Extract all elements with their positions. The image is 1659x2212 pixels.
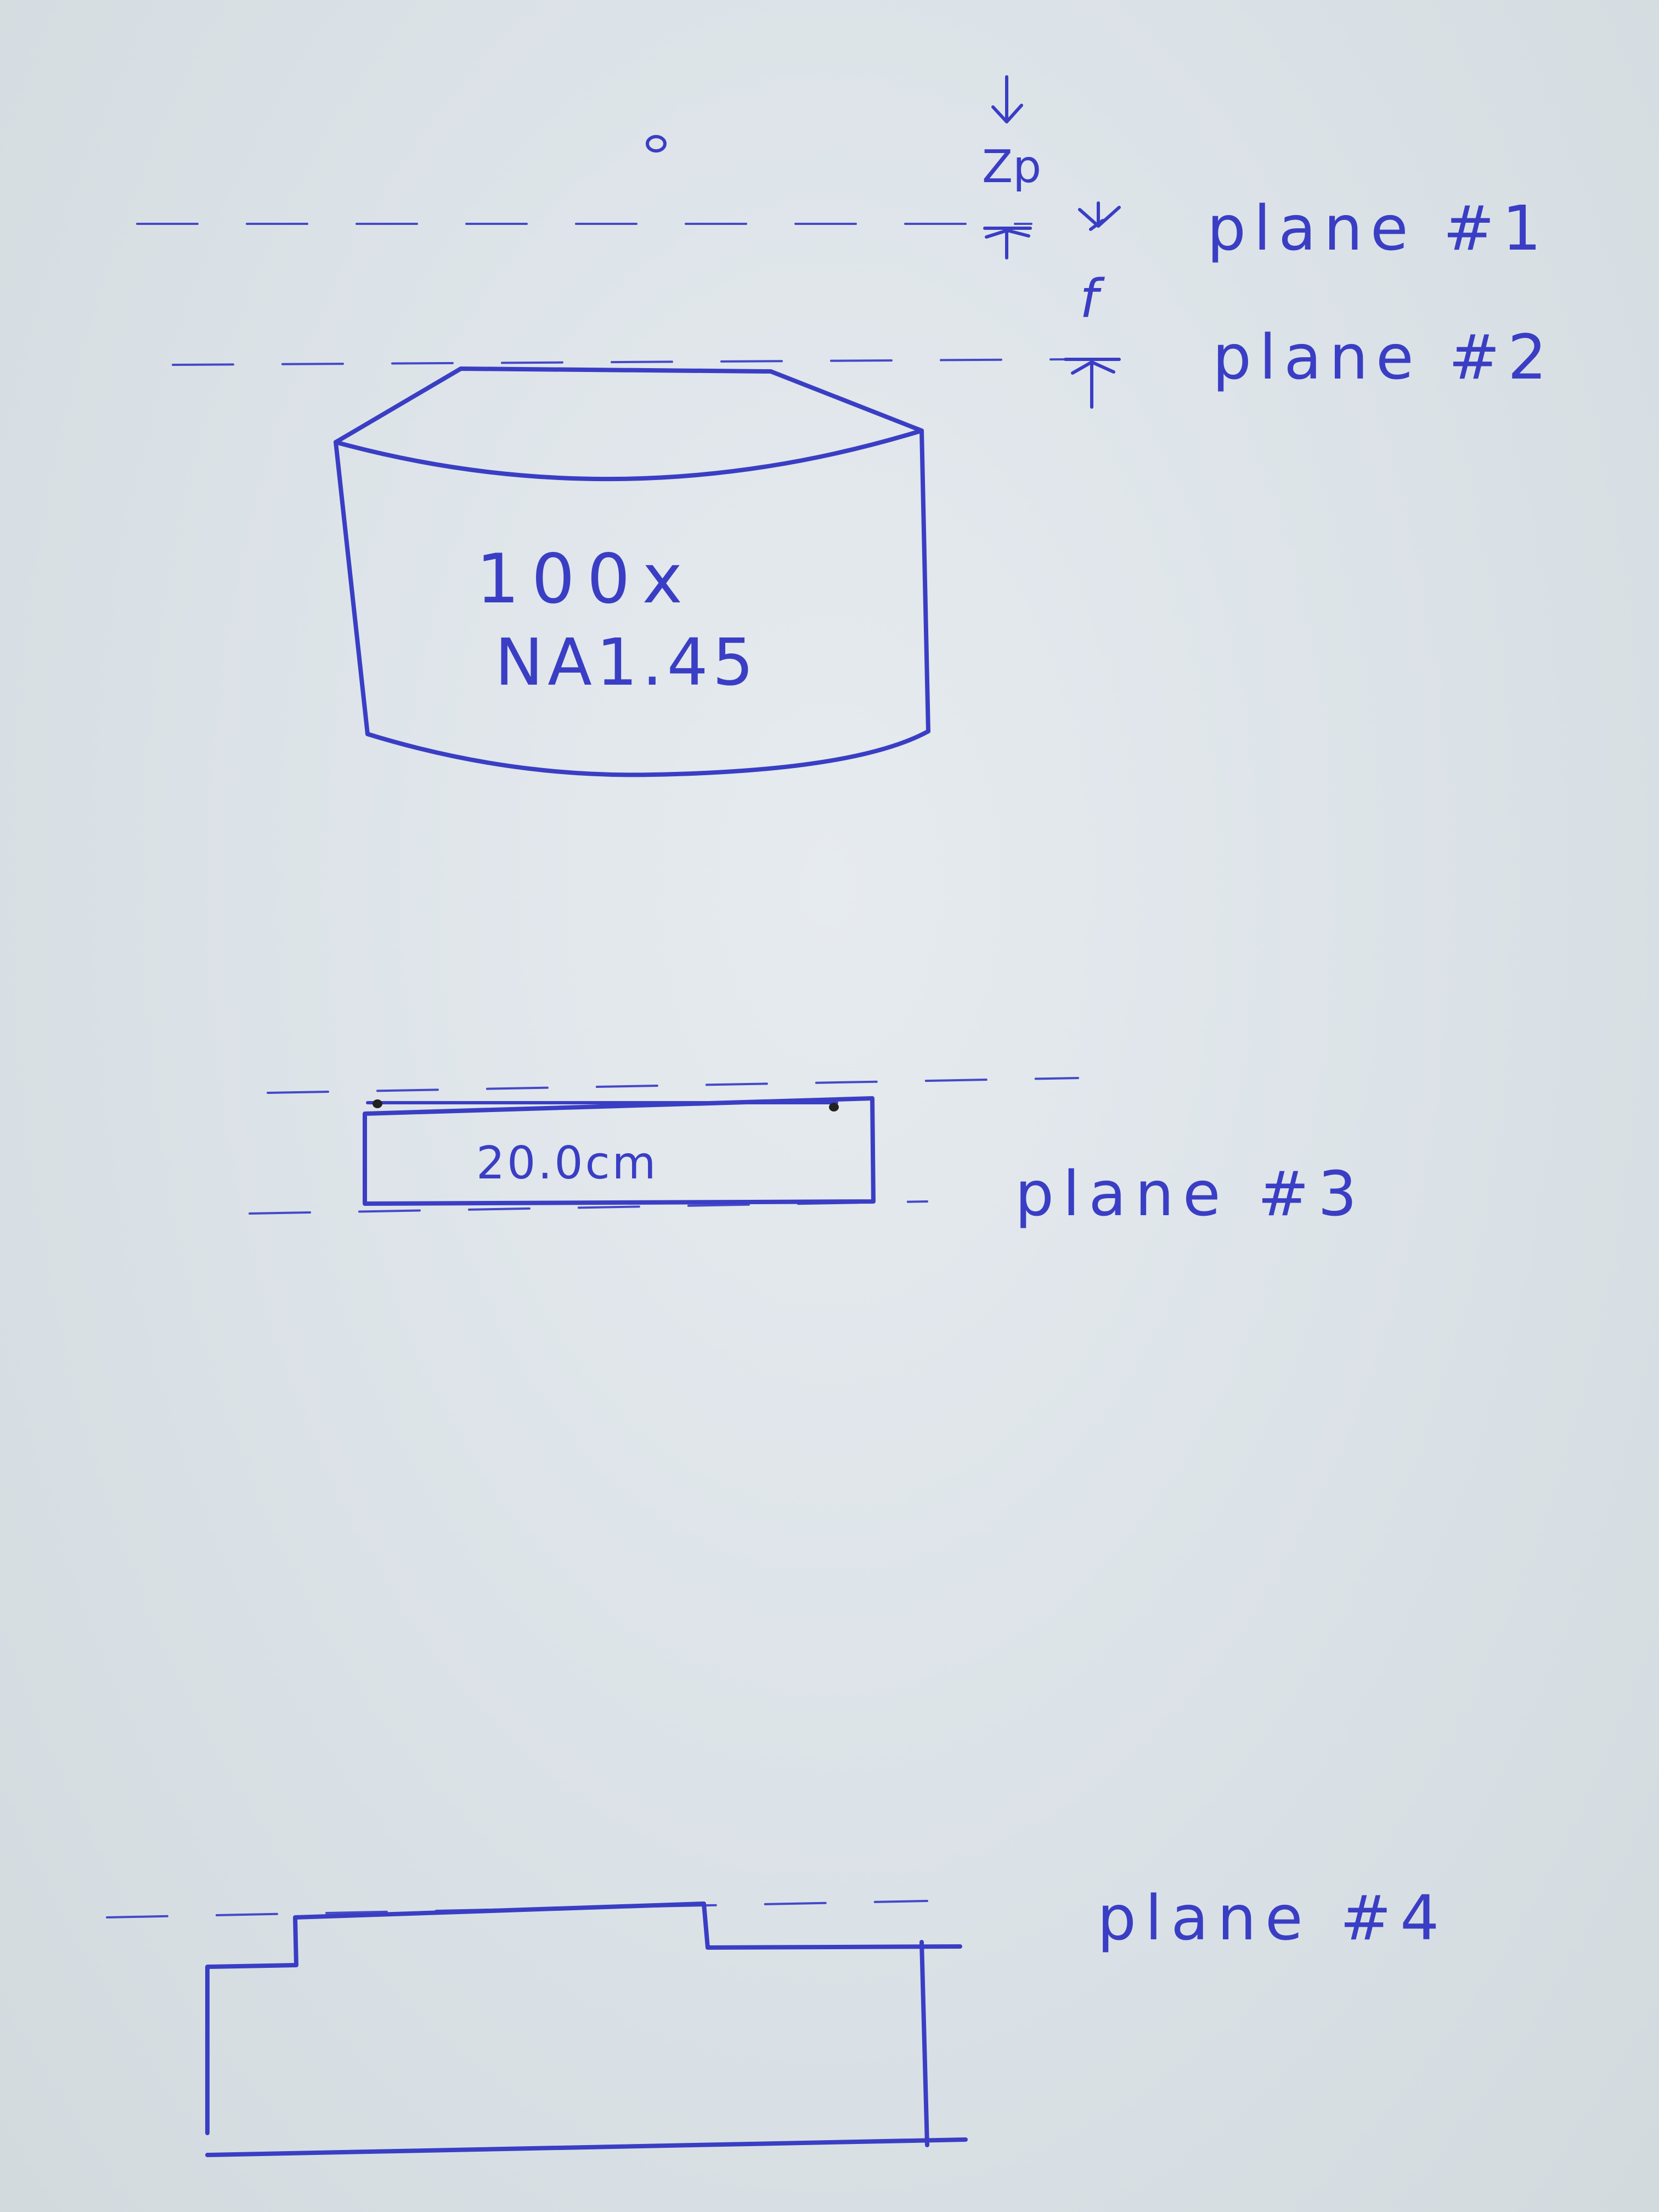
plane-1-label: plane #1 — [1207, 193, 1549, 264]
plane-2-label: plane #2 — [1212, 322, 1554, 393]
tube-lens-element — [363, 1096, 876, 1206]
plane-4-label: plane #4 — [1097, 1883, 1448, 1954]
objective-lens — [334, 366, 930, 777]
f-dimension — [1064, 201, 1121, 409]
zp-label: Zp — [982, 141, 1041, 193]
objective-numerical-aperture: NA1.45 — [495, 624, 758, 700]
tube-lens-label: 20.0cm — [476, 1137, 658, 1189]
plane-2-line — [172, 358, 1068, 366]
plane-4-line — [106, 1900, 928, 1918]
point-source — [646, 135, 667, 153]
plane-3-label: plane #3 — [1015, 1159, 1365, 1230]
f-label: f — [1080, 268, 1105, 330]
zp-dimension — [983, 75, 1032, 259]
plane-3-line — [267, 1077, 1079, 1094]
camera-detector — [205, 1901, 968, 2157]
objective-magnification: 100x — [476, 540, 695, 619]
